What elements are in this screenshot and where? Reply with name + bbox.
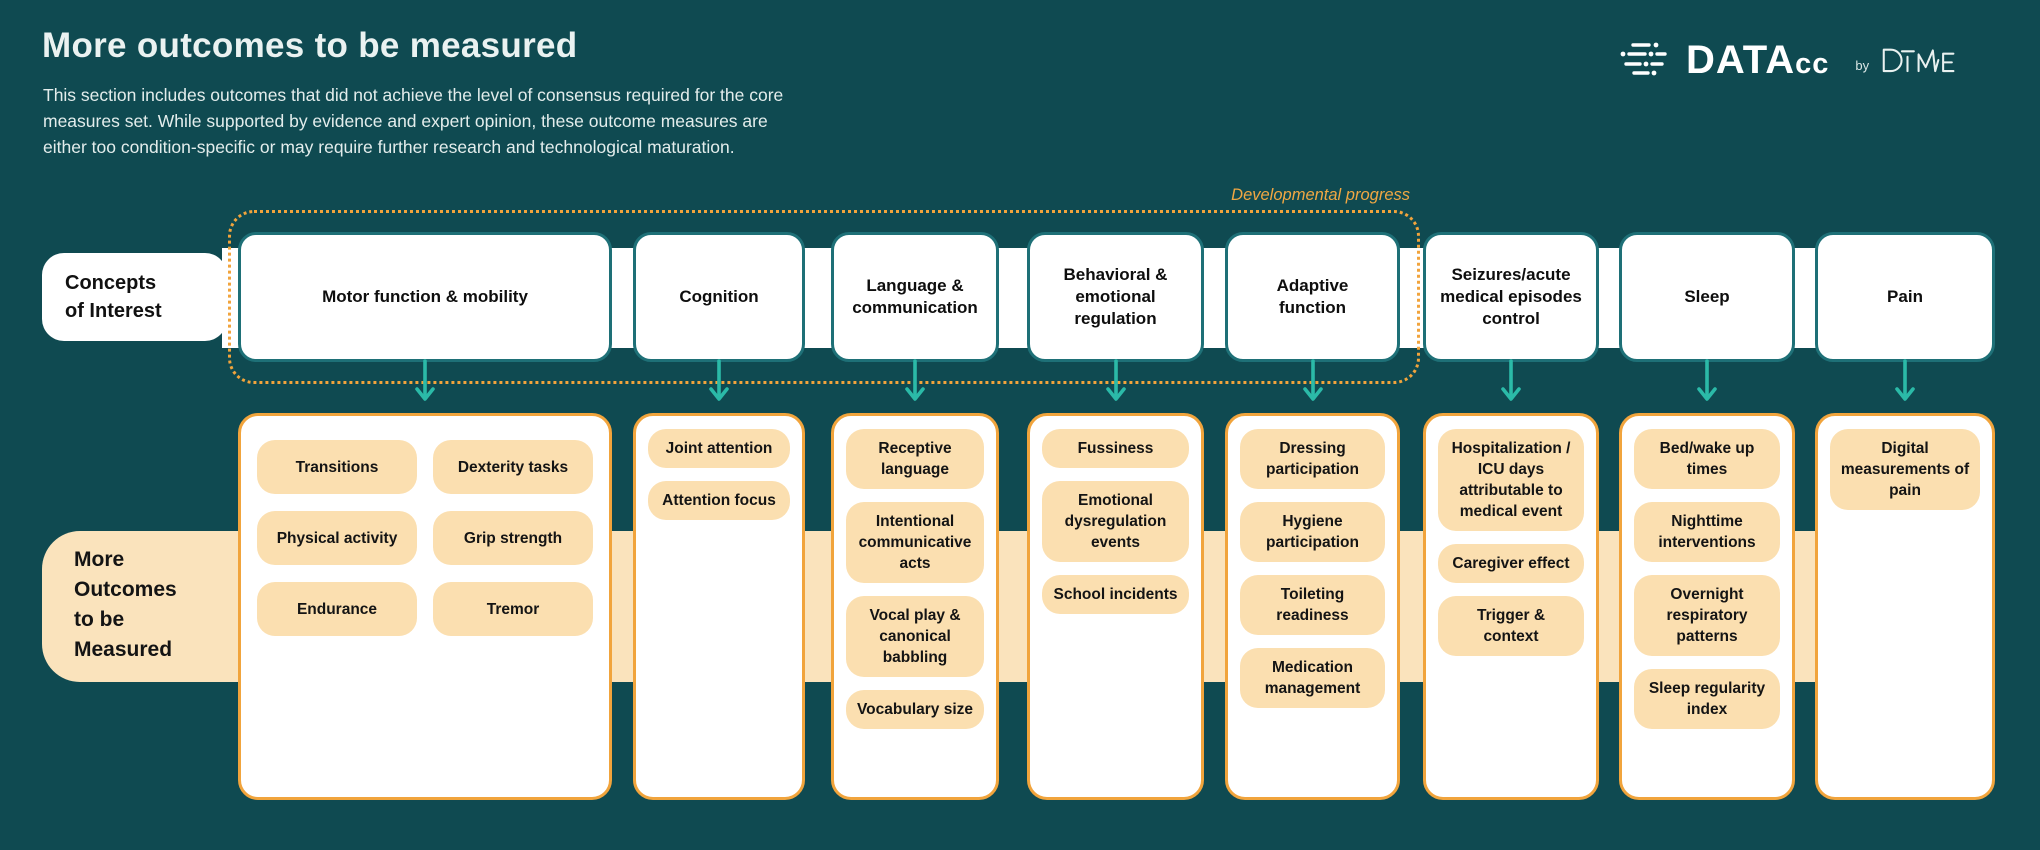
outcome-pill: Sleep regularity index [1634,669,1780,729]
down-arrow-icon [414,358,436,408]
concept-box: Seizures/acute medical episodes control [1423,232,1599,362]
outcome-pill: Physical activity [257,511,417,565]
outcome-pill: Digital measurements of pain [1830,429,1980,510]
concept-box: Language & communication [831,232,999,362]
outcome-pill: Hygiene participation [1240,502,1385,562]
concept-label: Language & communication [852,276,978,317]
outcome-pill: Nighttime interventions [1634,502,1780,562]
concept-label: Pain [1887,287,1923,306]
outcome-pill: Vocal play & canonical babbling [846,596,984,677]
outcome-pill: Grip strength [433,511,593,565]
datacc-wordmark: DATAcc [1686,38,1830,82]
dime-logo-icon [1879,43,1955,77]
outcome-pill: Hospitalization / ICU days attributable … [1438,429,1584,531]
concept-label: Adaptive function [1276,276,1349,317]
concept-label: Motor function & mobility [322,287,528,306]
datacc-network-icon [1618,38,1672,82]
outcome-pill: School incidents [1042,575,1189,614]
outcome-pill: Joint attention [648,429,790,468]
outcome-pill: Transitions [257,440,417,494]
developmental-progress-label: Developmental progress [1231,186,1410,204]
outcome-pill: Intentional communicative acts [846,502,984,583]
outcome-column: Hospitalization / ICU days attributable … [1423,413,1599,800]
concept-connector [801,248,835,348]
page-title: More outcomes to be measured [42,26,578,65]
developmental-progress-frame [228,210,1420,384]
logo-lockup: DATAcc by [1618,36,1955,84]
outcome-pill: Overnight respiratory patterns [1634,575,1780,656]
down-arrow-icon [904,358,926,408]
outcome-pill: Fussiness [1042,429,1189,468]
outcome-pill: Emotional dysregulation events [1042,481,1189,562]
concept-box: Adaptive function [1225,232,1400,362]
outcome-pill: Dressing participation [1240,429,1385,489]
outcome-pill: Toileting readiness [1240,575,1385,635]
concept-label: Cognition [679,287,759,306]
outcome-pill: Attention focus [648,481,790,520]
concept-connector [1200,248,1229,348]
outcome-pill: Tremor [433,582,593,636]
concept-box: Behavioral & emotional regulation [1027,232,1204,362]
concept-connector [1396,248,1427,348]
concept-label: Seizures/acute medical episodes control [1440,265,1582,328]
concept-connector [608,248,637,348]
down-arrow-icon [1696,358,1718,408]
down-arrow-icon [1105,358,1127,408]
concept-box: Sleep [1619,232,1795,362]
outcome-column: Digital measurements of pain [1815,413,1995,800]
down-arrow-icon [708,358,730,408]
outcome-pill: Endurance [257,582,417,636]
concept-box: Motor function & mobility [238,232,612,362]
concept-connector [222,248,242,348]
concept-label: Behavioral & emotional regulation [1063,265,1168,328]
concept-connector [1791,248,1819,348]
outcome-pill: Dexterity tasks [433,440,593,494]
outcome-pill: Trigger & context [1438,596,1584,656]
down-arrow-icon [1894,358,1916,408]
outcome-pill: Vocabulary size [846,690,984,729]
outcome-pill: Bed/wake up times [1634,429,1780,489]
outcome-pill: Caregiver effect [1438,544,1584,583]
concept-connector [995,248,1031,348]
outcome-pill: Medication management [1240,648,1385,708]
concept-label: Sleep [1684,287,1730,306]
page-subtitle: This section includes outcomes that did … [43,85,784,157]
down-arrow-icon [1500,358,1522,408]
more-outcomes-label: More Outcomes to be Measured [74,548,177,661]
concepts-of-interest-text: Concepts of Interest [65,272,162,322]
concept-connector [1595,248,1623,348]
concept-box: Pain [1815,232,1995,362]
down-arrow-icon [1302,358,1324,408]
concept-box: Cognition [633,232,805,362]
concepts-of-interest-label: Concepts of Interest [42,253,227,341]
outcome-pill: Receptive language [846,429,984,489]
by-label: by [1855,57,1870,73]
